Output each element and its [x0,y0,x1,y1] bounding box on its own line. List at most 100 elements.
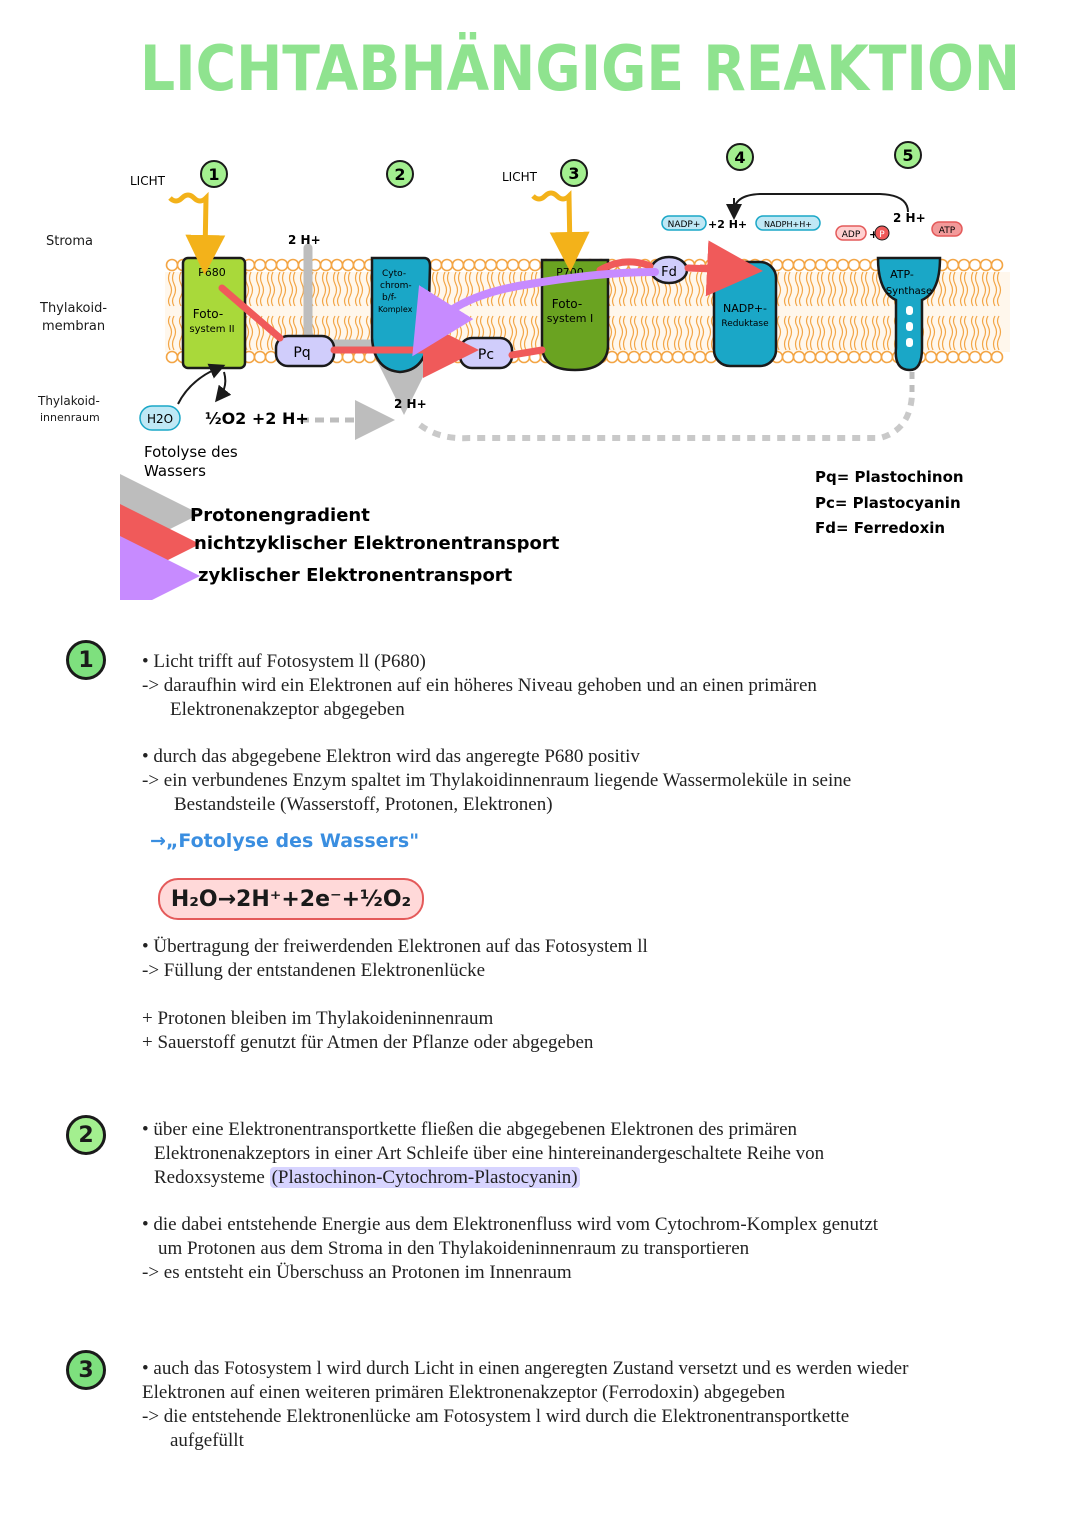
lipid-head [616,350,630,364]
s1-p2b: -> ein verbundenes Enzym spaltet im Thyl… [142,770,852,791]
s1-p4b: + Sauerstoff genutzt für Atmen der Pflan… [142,1032,594,1053]
lipid-tail [860,271,870,307]
lipid-tail [530,315,540,351]
s2-p1b: Elektronenakzeptors in einer Art Schleif… [154,1143,825,1164]
legend-label-1: Protonengradient [190,505,370,526]
lipid-head [693,350,707,364]
ps2-label-2: system II [189,324,234,335]
lipid-head [803,350,817,364]
legend-label-3: zyklischer Elektronentransport [198,565,513,586]
lipid-head [924,350,938,364]
lipid-head [682,350,696,364]
abbr-fd: Fd= Ferredoxin [815,519,945,537]
lipid-tail [629,271,639,307]
lipid-tail [860,315,870,351]
lipid-tail [618,315,628,351]
s1-p3: • Übertragung der freiwerdenden Elektron… [142,935,1042,983]
nadp-pill [661,215,707,231]
light-arrow-1 [168,191,226,275]
lipid-tail [805,315,815,351]
s2-p1c-pre: Redoxsysteme [154,1167,270,1188]
step-num-2: 2 [394,165,405,184]
plastocyanin[interactable]: Pc [458,336,514,370]
step-num-1: 1 [208,165,219,184]
step-num-4: 4 [734,148,745,167]
lipid-head [836,258,850,272]
lipid-tail [640,315,650,351]
atp-pill [931,221,963,237]
ferredoxin[interactable]: Fd [649,255,689,285]
s3-p1c: -> die entstehende Elektronenlücke am Fo… [142,1406,850,1427]
lipid-head [781,258,795,272]
lipid-head [264,258,278,272]
nadp-plus-label: +2 H+ [708,218,747,231]
lipid-tail [849,271,859,307]
abbr-pq: Pq= Plastochinon [815,468,964,486]
light-reaction-diagram: Stroma Thylakoid- membran Thylakoid- inn… [37,141,1010,600]
lipid-tail [981,315,991,351]
lipid-tail [970,315,980,351]
section-1-number: 1 [66,640,106,680]
lipid-head [429,258,443,272]
lipid-head [341,258,355,272]
light-arrow-3 [531,190,590,272]
plastoquinone[interactable]: Pq [274,334,336,368]
two-h-atp: 2 H+ [893,211,926,225]
lipid-tail [992,315,1002,351]
atp-synthase[interactable]: ATP- Synthase [876,256,942,372]
cyto-label-2: chrom- [380,281,412,291]
lipid-head [957,258,971,272]
lipid-head [440,258,454,272]
lipid-tail [519,315,529,351]
s2-p2: • die dabei entstehende Energie aus dem … [142,1213,1062,1285]
ps1-label-1: Foto- [552,297,582,311]
two-h-stroma: 2 H+ [288,233,321,247]
s1-p3b: -> Füllung der entstandenen Elektronenlü… [142,960,486,981]
lipid-head [825,258,839,272]
adp-label: ADP [842,230,861,240]
lipid-head [869,350,883,364]
lipid-tail [871,315,881,351]
lipid-tail [981,271,991,307]
fotolyse-equation: H₂O→2H⁺+2e⁻+½O₂ [158,878,424,920]
cyto-label-4: Komplex [378,305,413,314]
lipid-tail [640,271,650,307]
lipid-head [253,258,267,272]
phosphate-label: P [879,230,885,240]
lipid-head [451,258,465,272]
lipid-head [319,258,333,272]
lipid-head [286,258,300,272]
pq-label: Pq [293,345,310,361]
fotolyse-label-1: Fotolyse des [144,443,238,461]
photosystem-2[interactable]: P680 Foto- system II [181,256,247,370]
label-membrane-1: Thylakoid- [39,301,107,316]
photosystem-1[interactable]: P700 Foto- system I [540,258,610,372]
lipid-tail [618,271,628,307]
label-lumen-2: innenraum [40,411,100,424]
lipid-tail [926,315,936,351]
lipid-head [330,258,344,272]
label-lumen-1: Thylakoid- [37,394,100,408]
pc-label: Pc [478,347,494,363]
lipid-tail [288,271,298,307]
label-stroma: Stroma [46,234,93,249]
nadph-label: NADPH+H+ [764,220,812,229]
lipid-head [968,350,982,364]
lipid-tail [816,271,826,307]
o2-equation: ½O2 +2 H+ [205,409,309,428]
lipid-head [528,258,542,272]
s2-p1c-highlight: (Plastochinon-Cytochrom-Plastocyanin) [269,1167,580,1188]
lipid-head [495,258,509,272]
noncyclic-electron-path [218,258,744,359]
lipid-head [792,350,806,364]
lipid-tail [530,271,540,307]
s1-p1a: • Licht trifft auf Fotosystem ll (P680) [142,651,426,672]
s1-p1: • Licht trifft auf Fotosystem ll (P680) … [142,650,1042,722]
lipid-head [935,350,949,364]
step-num-5: 5 [902,146,913,165]
nadp-reductase[interactable]: NADP+- Reduktase [712,260,778,368]
lipid-tail [684,271,694,307]
lipid-head [517,258,531,272]
cytochrome-b6f-complex[interactable]: Cyto- chrom- b/f- Komplex [370,256,432,374]
lipid-tail [882,315,892,351]
